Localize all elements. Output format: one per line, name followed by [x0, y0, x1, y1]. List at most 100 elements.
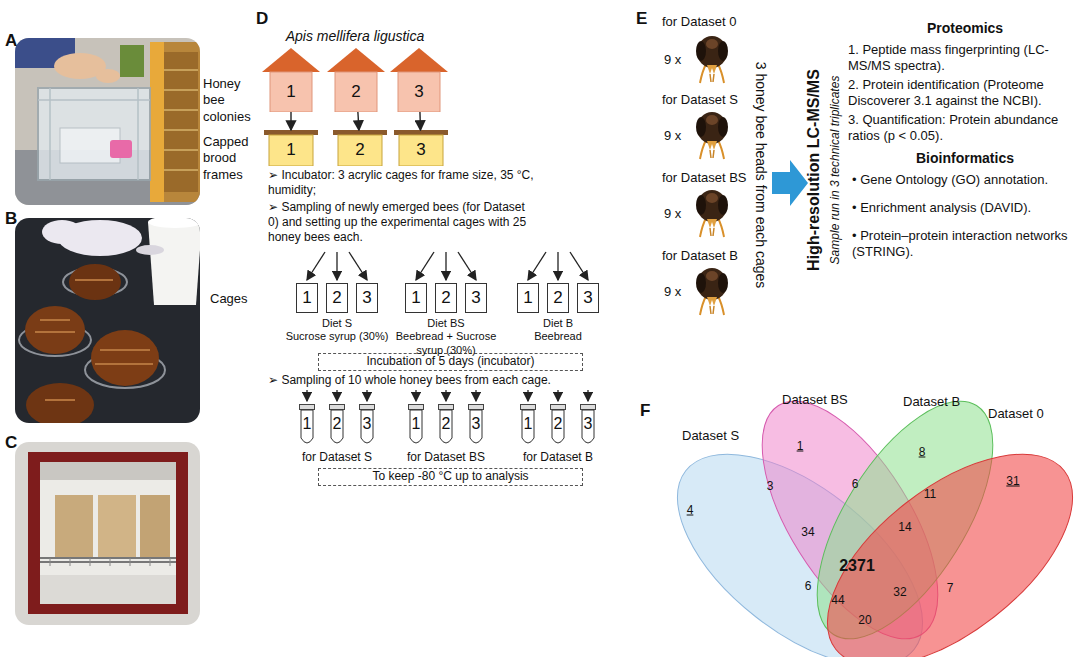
region-count: 31	[1006, 474, 1019, 489]
text-label: Honey bee colonies	[203, 76, 265, 125]
art-line	[587, 390, 588, 401]
cage-box: 3	[465, 283, 487, 313]
art-use	[696, 112, 728, 159]
hive-roof	[327, 48, 385, 72]
tube-cap	[469, 405, 484, 410]
art-use	[696, 268, 728, 315]
node-text: 3	[399, 135, 443, 166]
text-label: for Dataset BS	[391, 450, 501, 465]
art-rect	[15, 442, 200, 625]
photo-c	[15, 442, 200, 625]
text-label: Beebread	[503, 330, 613, 344]
hive-roof	[262, 48, 320, 72]
text-label: • Gene Ontology (GO) annotation.	[852, 172, 1082, 188]
region-count: 6	[852, 477, 859, 492]
tube-cap	[521, 405, 536, 410]
art-ellipse	[136, 245, 164, 255]
art-ellipse	[42, 220, 82, 244]
art-ellipse	[69, 264, 121, 300]
block-arrow	[772, 160, 808, 206]
art-ellipse	[26, 383, 94, 423]
node-text: 1	[270, 72, 312, 112]
node-text: 3	[359, 411, 375, 436]
node-text: 2	[438, 411, 454, 436]
sample-tube: 3	[580, 404, 596, 446]
art-rect	[40, 462, 176, 604]
text-label: for Dataset B	[662, 248, 738, 264]
cage-box: 1	[405, 283, 427, 313]
art-path	[50, 558, 170, 566]
art-path	[38, 88, 150, 180]
art-polygon	[148, 222, 200, 305]
art-rect	[28, 452, 188, 614]
cage-box: 3	[356, 283, 378, 313]
text-label: F	[640, 400, 650, 421]
node-text: 2	[329, 411, 345, 436]
text-label: Bioinformatics	[848, 150, 1082, 168]
region-count: 3 honey bee heads from each cages	[751, 62, 769, 289]
text-label: 3. Quantification: Protein abundance rat…	[848, 112, 1082, 145]
cage-box: 3	[577, 283, 599, 313]
region-count: 8	[919, 445, 926, 460]
house-outline	[327, 48, 385, 112]
art-line	[570, 252, 588, 280]
text-label: 9 x	[664, 284, 681, 300]
node-text: 3	[468, 411, 484, 436]
text-label: • Protein–protein interaction networks (…	[852, 228, 1082, 261]
brood-frame: 3	[394, 130, 448, 166]
brood-frame: 2	[333, 130, 387, 166]
art-ellipse	[148, 218, 200, 228]
art-rect	[15, 38, 200, 205]
region-count: 11	[924, 487, 936, 502]
text-label: for Dataset S	[662, 92, 738, 108]
text-label: Proteomics	[848, 20, 1082, 38]
region-count: 1	[797, 439, 804, 454]
sample-tube: 3	[468, 404, 484, 446]
art-line	[445, 252, 446, 280]
art-rect	[150, 42, 200, 202]
text-label: Beebread + Sucrose syrup (30%)	[391, 330, 501, 358]
art-rect	[120, 45, 144, 77]
node-text: 1	[518, 284, 538, 312]
brood-frame: 1	[264, 130, 318, 166]
sample-tube: 1	[408, 404, 424, 446]
frame-comb	[338, 135, 382, 166]
node-text: To keep -80 °C up to analysis	[319, 469, 582, 485]
text-label: Cages	[210, 291, 248, 307]
text-label: Capped brood frames	[203, 134, 265, 183]
art-rect	[150, 42, 164, 202]
art-line	[445, 390, 446, 401]
sample-tube: 1	[299, 404, 315, 446]
art-rect	[55, 495, 93, 557]
art-line	[475, 390, 476, 401]
node-text: 2	[436, 284, 456, 312]
sample-tube: 1	[520, 404, 536, 446]
region-count: 6	[805, 579, 812, 594]
text-label: ➢ Incubator: 3 acrylic cages for frame s…	[268, 168, 536, 198]
text-label: for Dataset B	[503, 450, 613, 465]
art-ellipse	[91, 330, 159, 386]
art-rect	[140, 495, 170, 557]
text-label: ➢ Sampling of 10 whole honey bees from e…	[268, 373, 598, 388]
photo-b	[15, 218, 200, 423]
art-line	[557, 252, 558, 280]
text-label: Dataset BS	[782, 392, 848, 408]
text-label: • Enrichment analysis (DAVID).	[852, 200, 1082, 216]
text-label: B	[5, 208, 17, 229]
region-count: 4	[687, 503, 694, 518]
node-text: 3	[466, 284, 486, 312]
node-text: 3	[580, 411, 596, 436]
hive-body	[335, 72, 377, 112]
sample-tube: 2	[438, 404, 454, 446]
art-rect	[40, 462, 176, 480]
art-rect	[40, 575, 176, 604]
cage-box: 2	[547, 283, 569, 313]
art-rect	[98, 495, 136, 557]
region-count: 32	[893, 585, 906, 600]
text-label: Sucrose syrup (30%)	[282, 330, 392, 344]
art-line	[349, 252, 367, 280]
tube-cap	[409, 405, 424, 410]
tube-cap	[300, 405, 315, 410]
text-label: C	[5, 432, 17, 453]
